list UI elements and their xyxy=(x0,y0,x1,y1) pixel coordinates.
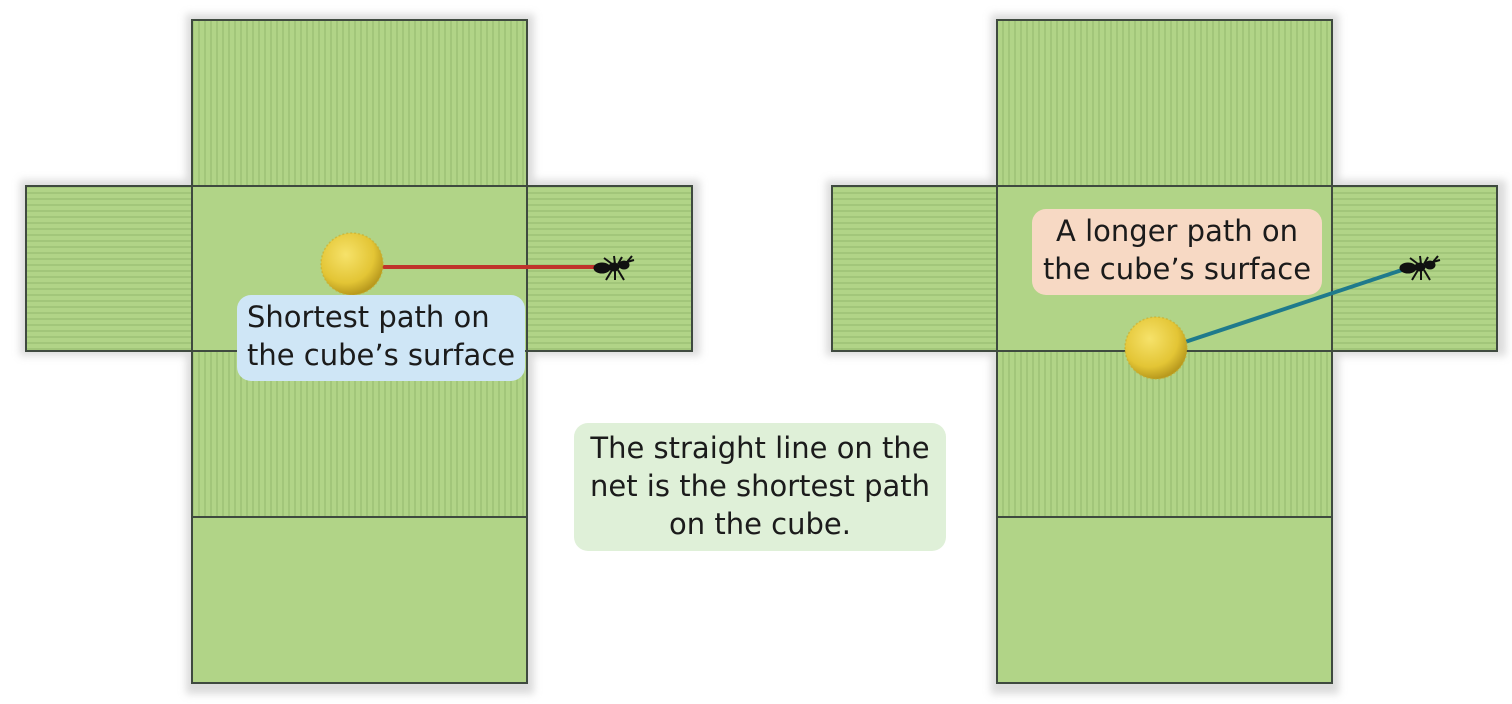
longer-path-label-line-1: A longer path on xyxy=(1056,214,1298,248)
right-face-bottom-2 xyxy=(996,516,1333,684)
longer-path-label: A longer path on the cube’s surface xyxy=(1032,209,1322,295)
ant-icon xyxy=(593,255,635,281)
left-face-bottom-2 xyxy=(191,516,528,684)
tennis-ball-icon xyxy=(1124,316,1188,380)
right-face-left xyxy=(831,185,998,352)
left-face-left xyxy=(25,185,193,352)
shortest-path-label-line-2: the cube’s surface xyxy=(247,338,516,372)
caption-line-3: on the cube. xyxy=(669,507,851,541)
ant-icon xyxy=(1399,255,1441,281)
caption-label: The straight line on the net is the shor… xyxy=(574,423,946,551)
right-face-bottom-1 xyxy=(996,350,1333,518)
caption-line-1: The straight line on the xyxy=(590,431,930,465)
right-cube-net xyxy=(826,14,1506,694)
caption-line-2: net is the shortest path xyxy=(590,469,930,503)
right-face-top xyxy=(996,19,1333,187)
longer-path-line xyxy=(1181,268,1403,345)
shortest-path-label-line-1: Shortest path on xyxy=(247,300,490,334)
left-face-top xyxy=(191,19,528,187)
shortest-path-label: Shortest path on the cube’s surface xyxy=(237,295,525,381)
longer-path-label-line-2: the cube’s surface xyxy=(1042,252,1312,286)
tennis-ball-icon xyxy=(320,232,384,296)
